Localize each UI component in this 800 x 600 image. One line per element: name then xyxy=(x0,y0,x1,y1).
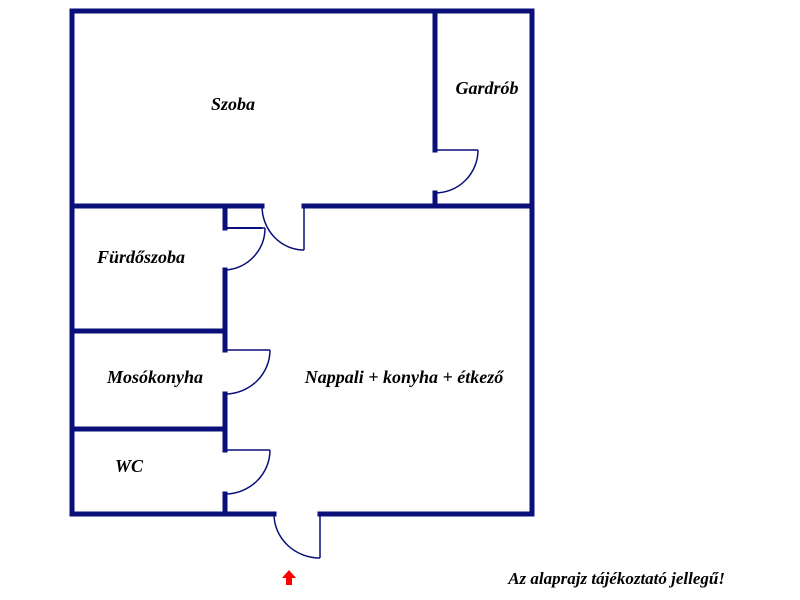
furdoszoba-door xyxy=(224,227,266,271)
room-label-nappali: Nappali + konyha + étkező xyxy=(304,367,505,387)
room-label-wc: WC xyxy=(115,456,144,476)
room-label-mosokonyha: Mosókonyha xyxy=(106,367,203,387)
disclaimer-text: Az alaprajz tájékoztató jellegű! xyxy=(507,569,725,588)
gardrob-door xyxy=(434,149,479,194)
up-arrow-icon xyxy=(282,570,296,585)
szoba-door xyxy=(261,205,305,251)
room-label-furdoszoba: Fürdőszoba xyxy=(96,247,185,267)
mosokonyha-door xyxy=(224,349,271,395)
room-label-szoba: Szoba xyxy=(211,94,255,114)
entrance-door xyxy=(273,513,321,559)
doors xyxy=(224,149,479,559)
interior-walls xyxy=(69,8,535,517)
room-label-gardrob: Gardrób xyxy=(455,78,518,98)
wc-door xyxy=(224,449,271,495)
